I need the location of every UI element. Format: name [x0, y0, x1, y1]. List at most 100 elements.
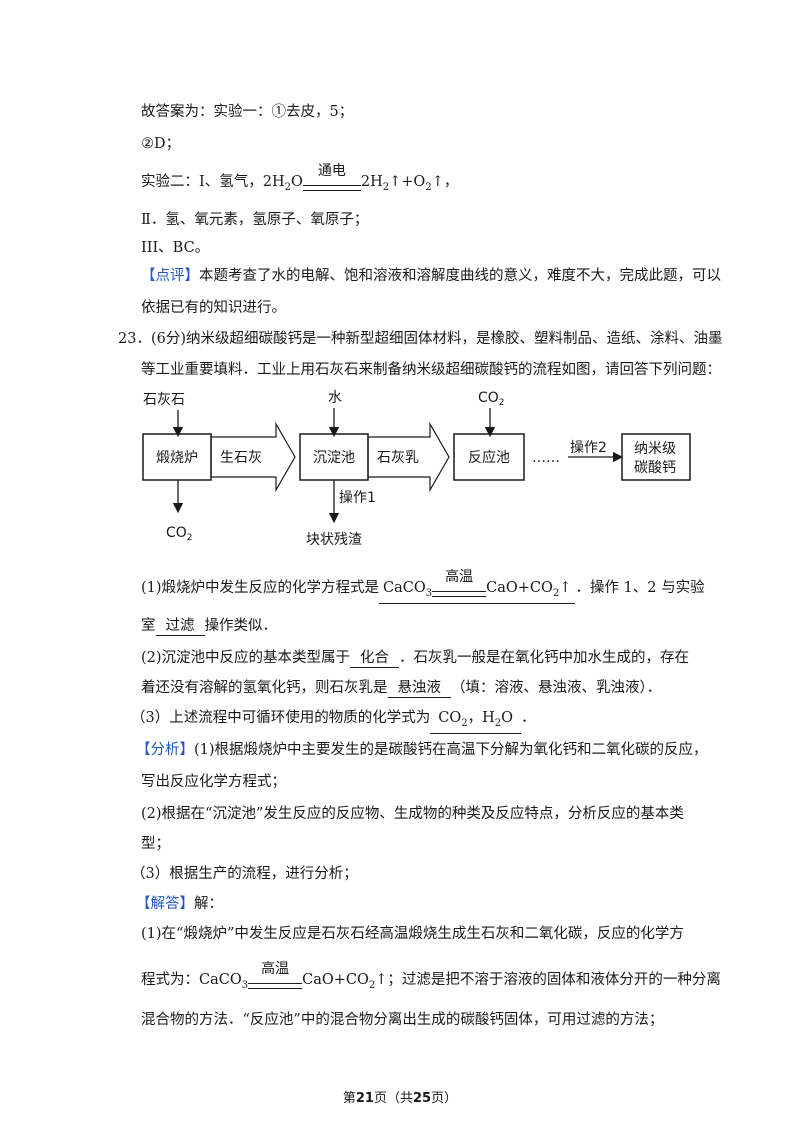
solution-text: CaO+CO [302, 972, 369, 988]
equals-bar [248, 982, 303, 989]
subq-1-line-2: 室过滤操作类似． [141, 616, 277, 636]
solution-line-1: 【解答】解： [136, 894, 223, 914]
equation-text: ↑， [431, 174, 459, 190]
answer-text: ，H [467, 710, 495, 726]
subscript: 2 [461, 717, 468, 729]
product-box [621, 433, 691, 481]
condition-label: 高温 [261, 960, 290, 977]
analysis-line-3: (2)根据在“沉淀池”发生反应的反应物、生成物的种类及反应特点，分析反应的基本类 [141, 804, 684, 824]
footer-text: 页） [431, 1091, 458, 1106]
subscript: 2 [425, 181, 432, 193]
analysis-text: (2)根据在“沉淀池”发生反应的反应物、生成物的种类及反应特点，分析反应的基本类 [141, 806, 684, 822]
answer-blank: 化合 [350, 649, 400, 668]
residue-label: 块状残渣 [306, 532, 362, 548]
subscript: 3 [425, 587, 433, 599]
furnace-label: 煅烧炉 [156, 450, 198, 466]
reaction-condition: 通电 [302, 163, 361, 198]
solution-text: ↑；过滤是把不溶于溶液的固体和液体分开的一种分离 [375, 972, 721, 988]
answer-text: CaO+CO [486, 580, 553, 596]
analysis-line-1: 【分析】(1)根据煅烧炉中主要发生的是碳酸钙在高温下分解为氧化钙和二氧化碳的反应… [136, 740, 708, 760]
subq-2-line-2: 着还没有溶解的氢氧化钙，则石灰乳是悬浊液（填：溶液、悬浊液、乳浊液）． [141, 678, 661, 698]
question-text: 23．(6分)纳米级超细碳酸钙是一种新型超细固体材料，是橡胶、塑料制品、造纸、涂… [118, 331, 723, 347]
answer-line-1: 故答案为：实验一：①去皮，5； [141, 102, 353, 122]
tank-label: 沉淀池 [313, 450, 355, 466]
analysis-line-5: （3）根据生产的流程，进行分析； [131, 864, 358, 884]
equation-text: 实验二：I、氢气，2H [141, 174, 285, 190]
reaction-condition: 高温 [432, 569, 487, 603]
subq-2-line-1: (2)沉淀池中反应的基本类型属于化合．石灰乳一般是在氧化钙中加水生成的，存在 [141, 648, 689, 668]
subq-text: （填：溶液、悬浊液、乳浊液）． [451, 680, 662, 696]
answer-blank: CO2，H2O [430, 709, 522, 734]
analysis-line-4: 型； [141, 834, 170, 854]
analysis-text: (1)根据煅烧炉中主要发生的是碳酸钙在高温下分解为氧化钙和二氧化碳的反应， [194, 742, 708, 758]
comment-text: 本题考查了水的电解、饱和溶液和溶解度曲线的意义，难度不大，完成此题，可以 [199, 268, 721, 284]
tank-box [299, 433, 369, 481]
comment-line-1: 【点评】本题考查了水的电解、饱和溶液和溶解度曲线的意义，难度不大，完成此题，可以 [141, 266, 721, 286]
comment-line-2: 依据已有的知识进行。 [141, 298, 286, 318]
subq-text: （3）上述流程中可循环使用的物质的化学式为 [131, 710, 431, 726]
analysis-text: （3）根据生产的流程，进行分析； [131, 866, 358, 882]
condition-label: 高温 [445, 568, 474, 585]
block-arrow-quicklime [210, 421, 296, 493]
solution-text: 混合物的方法．“反应池”中的混合物分离出生成的碳酸钙固体，可用过滤的方法； [141, 1012, 664, 1028]
answer-text: ②D； [141, 136, 181, 152]
subq-text: ．石灰乳一般是在氧化钙中加水生成的，存在 [399, 650, 690, 666]
answer-text: 故答案为：实验一：①去皮，5； [141, 104, 354, 120]
question-23-line-2: 等工业重要填料．工业上用石灰石来制备纳米级超细碳酸钙的流程如图，请回答下列问题： [141, 360, 721, 380]
answer-text: III、BC。 [141, 240, 210, 256]
subscript: 2 [382, 181, 390, 193]
solution-line-3: 程式为：CaCO3 高温 CaO+CO2↑；过滤是把不溶于溶液的固体和液体分开的一种… [141, 961, 721, 996]
reactor-box [453, 433, 525, 481]
solution-line-4: 混合物的方法．“反应池”中的混合物分离出生成的碳酸钙固体，可用过滤的方法； [141, 1010, 663, 1030]
reaction-condition: 高温 [248, 961, 303, 996]
equals-bar [432, 590, 487, 597]
subq-text: ． [521, 710, 536, 726]
product-label-2: 碳酸钙 [634, 460, 676, 476]
answer-line-2: ②D； [141, 134, 180, 154]
ellipsis-label: …… [532, 450, 560, 466]
answer-line-4: Ⅱ．氢、氧元素，氢原子、氧原子； [141, 210, 368, 230]
equation-text: 2H [360, 174, 383, 190]
solution-tag: 【解答】 [136, 896, 194, 912]
op1-label: 操作1 [339, 490, 376, 506]
subq-text: (2)沉淀池中反应的基本类型属于 [141, 650, 351, 666]
answer-text: O [501, 710, 514, 726]
op2-label: 操作2 [570, 440, 607, 456]
subq-text: 室 [141, 618, 156, 634]
answer-blank: 过滤 [155, 617, 205, 636]
solution-line-2: (1)在“煅烧炉”中发生反应是石灰石经高温煅烧生成生石灰和二氧化碳，反应的化学方 [141, 924, 684, 944]
subscript: 2 [494, 717, 502, 729]
subscript: 3 [241, 979, 249, 991]
answer-text: CO [438, 710, 462, 726]
question-23-line-1: 23．(6分)纳米级超细碳酸钙是一种新型超细固体材料，是橡胶、塑料制品、造纸、涂… [118, 329, 723, 349]
answer-text: Ⅱ．氢、氧元素，氢原子、氧原子； [141, 212, 369, 228]
analysis-tag: 【分析】 [136, 742, 194, 758]
water-label: 水 [328, 390, 342, 406]
equals-bar [302, 184, 361, 191]
page-footer: 第21页（共25页） [0, 1090, 800, 1108]
answer-line-5: III、BC。 [141, 238, 209, 258]
footer-text: 第 [342, 1091, 356, 1106]
solution-text: (1)在“煅烧炉”中发生反应是石灰石经高温煅烧生成生石灰和二氧化碳，反应的化学方 [141, 926, 684, 942]
co2-bottom-label: CO2 [166, 525, 193, 543]
subscript: 2 [368, 979, 376, 991]
answer-blank: 悬浊液 [387, 679, 451, 698]
reactor-label: 反应池 [468, 449, 510, 466]
equation-text: ↑+O [389, 174, 426, 190]
comment-text: 依据已有的知识进行。 [141, 300, 286, 316]
answer-text: ↑ [559, 580, 572, 596]
subq-text: 着还没有溶解的氢氧化钙，则石灰乳是 [141, 680, 388, 696]
limemilk-label: 石灰乳 [377, 450, 419, 466]
analysis-line-2: 写出反应化学方程式； [141, 772, 286, 792]
product-label-1: 纳米级 [634, 441, 676, 457]
solution-text: 程式为：CaCO [141, 972, 242, 988]
co2-top-label: CO2 [478, 390, 505, 408]
subq-text: 操作类似． [204, 618, 278, 634]
analysis-text: 写出反应化学方程式； [141, 774, 286, 790]
analysis-text: 型； [141, 836, 170, 852]
subscript: 2 [552, 587, 560, 599]
solution-text: 解： [194, 896, 223, 912]
